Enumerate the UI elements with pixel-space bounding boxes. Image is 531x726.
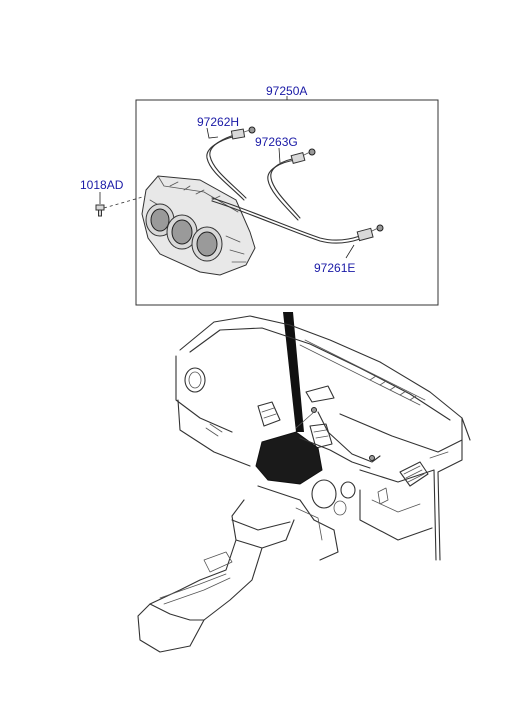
center-console (137, 479, 356, 653)
cable-97261E (211, 197, 384, 244)
label-97263G[interactable]: 97263G (255, 135, 298, 149)
detail-box (135, 96, 439, 306)
label-97261E[interactable]: 97261E (314, 261, 355, 275)
leader-lines (99, 127, 355, 259)
pointer-band (283, 312, 304, 432)
label-1018AD[interactable]: 1018AD (80, 178, 124, 192)
dashboard (175, 315, 471, 561)
dash-control-module (255, 407, 381, 485)
label-97262H[interactable]: 97262H (197, 115, 239, 129)
cable-97263G (267, 148, 316, 221)
knob-center (166, 214, 198, 250)
knob-right (191, 226, 223, 262)
cable-97262H (206, 126, 256, 201)
label-97250A[interactable]: 97250A (266, 84, 307, 98)
heater-control-unit (141, 175, 256, 276)
screw-1018AD (95, 204, 105, 217)
